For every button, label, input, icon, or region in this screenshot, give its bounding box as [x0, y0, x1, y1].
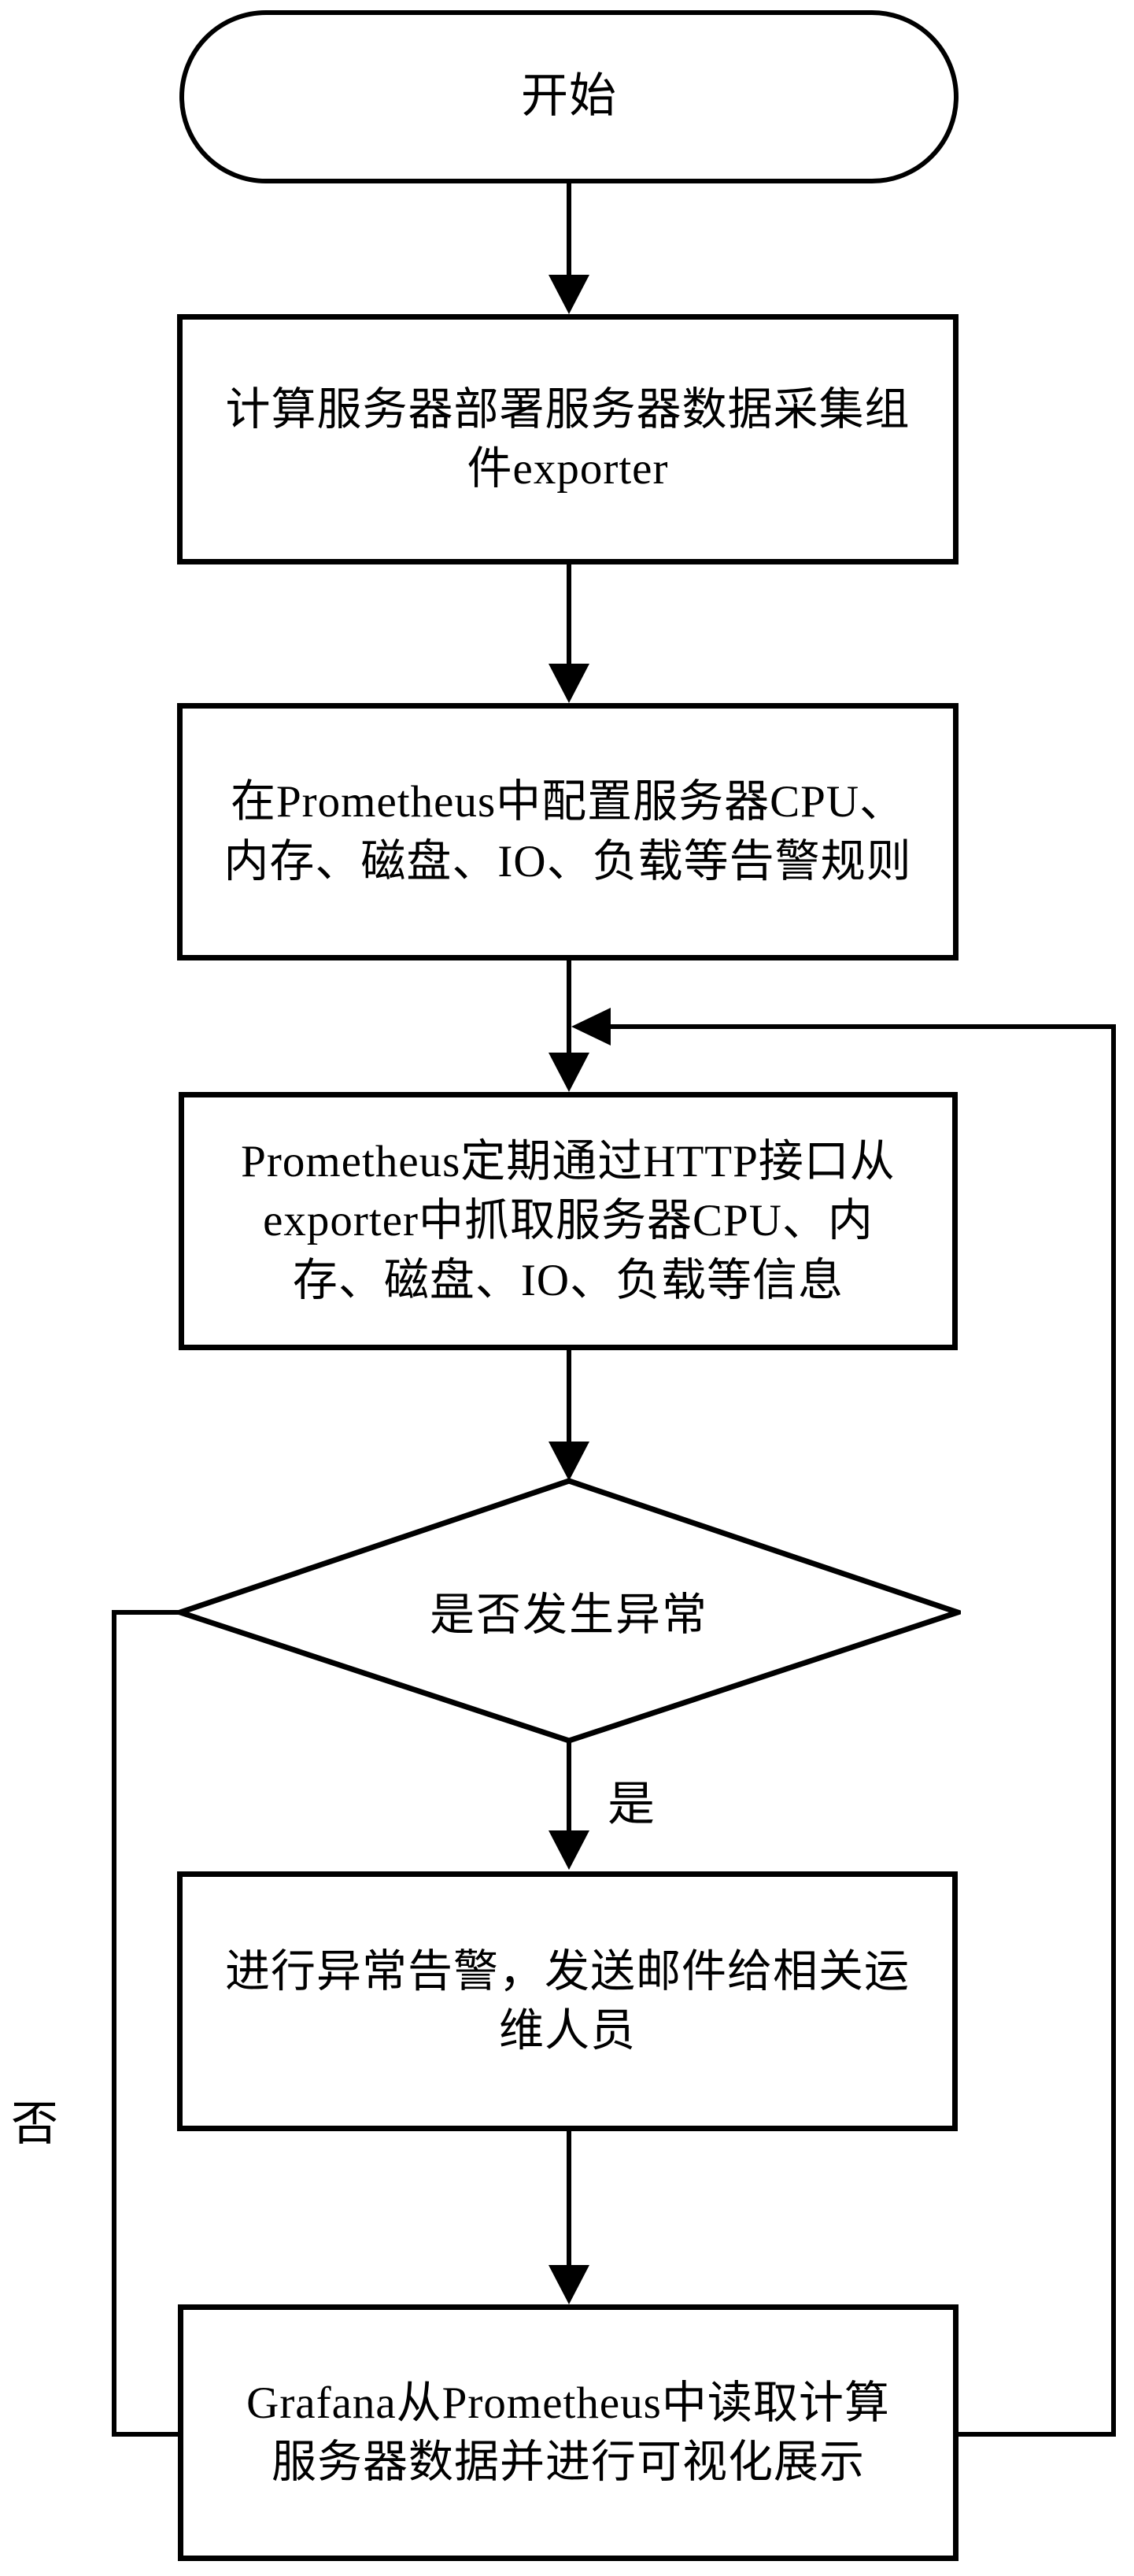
node-start-label: 开始	[521, 70, 617, 123]
node-deploy-exporter-label: 计算服务器部署服务器数据采集组 件exporter	[225, 384, 911, 494]
connector-feedback-bottom	[959, 2432, 1116, 2437]
edge-label-yes: 是	[608, 1778, 655, 1830]
node-configure-rules-label: 在Prometheus中配置服务器CPU、 内存、磁盘、IO、负载等告警规则	[223, 777, 912, 886]
node-start: 开始	[179, 10, 959, 183]
node-alert-email: 进行异常告警，发送邮件给相关运 维人员	[177, 1871, 958, 2131]
node-grafana-visualize: Grafana从Prometheus中读取计算 服务器数据并进行可视化展示	[178, 2304, 959, 2561]
edge-label-no: 否	[11, 2098, 58, 2150]
node-scrape-metrics-label: Prometheus定期通过HTTP接口从 exporter中抓取服务器CPU、…	[241, 1137, 896, 1305]
node-decision-abnormal-label: 是否发生异常	[430, 1590, 708, 1640]
connector-configure-scrape	[567, 960, 571, 1057]
node-decision-abnormal: 是否发生异常	[177, 1478, 961, 1744]
connector-no-branch-left	[112, 1610, 116, 2437]
connector-feedback-top	[609, 1024, 1116, 1029]
arrowhead-into-decision	[549, 1442, 589, 1481]
arrowhead-into-grafana	[549, 2265, 589, 2304]
connector-scrape-decision	[567, 1350, 571, 1445]
connector-start-deploy	[567, 183, 571, 282]
node-alert-email-label: 进行异常告警，发送邮件给相关运 维人员	[225, 1946, 910, 2056]
node-scrape-metrics: Prometheus定期通过HTTP接口从 exporter中抓取服务器CPU、…	[179, 1092, 958, 1350]
connector-feedback-right	[1111, 1024, 1116, 2437]
arrowhead-into-alert	[549, 1830, 589, 1870]
connector-decision-alert	[567, 1741, 571, 1834]
node-configure-rules: 在Prometheus中配置服务器CPU、 内存、磁盘、IO、负载等告警规则	[177, 703, 959, 960]
decision-diamond-shape	[177, 1478, 961, 1744]
arrowhead-into-configure	[549, 664, 589, 703]
arrowhead-into-scrape	[549, 1053, 589, 1092]
node-grafana-visualize-label: Grafana从Prometheus中读取计算 服务器数据并进行可视化展示	[246, 2378, 890, 2487]
connector-no-branch-top	[112, 1610, 184, 1615]
arrowhead-feedback-merge	[571, 1008, 611, 1046]
connector-alert-grafana	[567, 2131, 571, 2270]
connector-deploy-configure	[567, 564, 571, 668]
connector-no-branch-bottom	[112, 2432, 179, 2437]
arrowhead-into-deploy	[549, 275, 589, 314]
node-deploy-exporter: 计算服务器部署服务器数据采集组 件exporter	[177, 314, 959, 564]
